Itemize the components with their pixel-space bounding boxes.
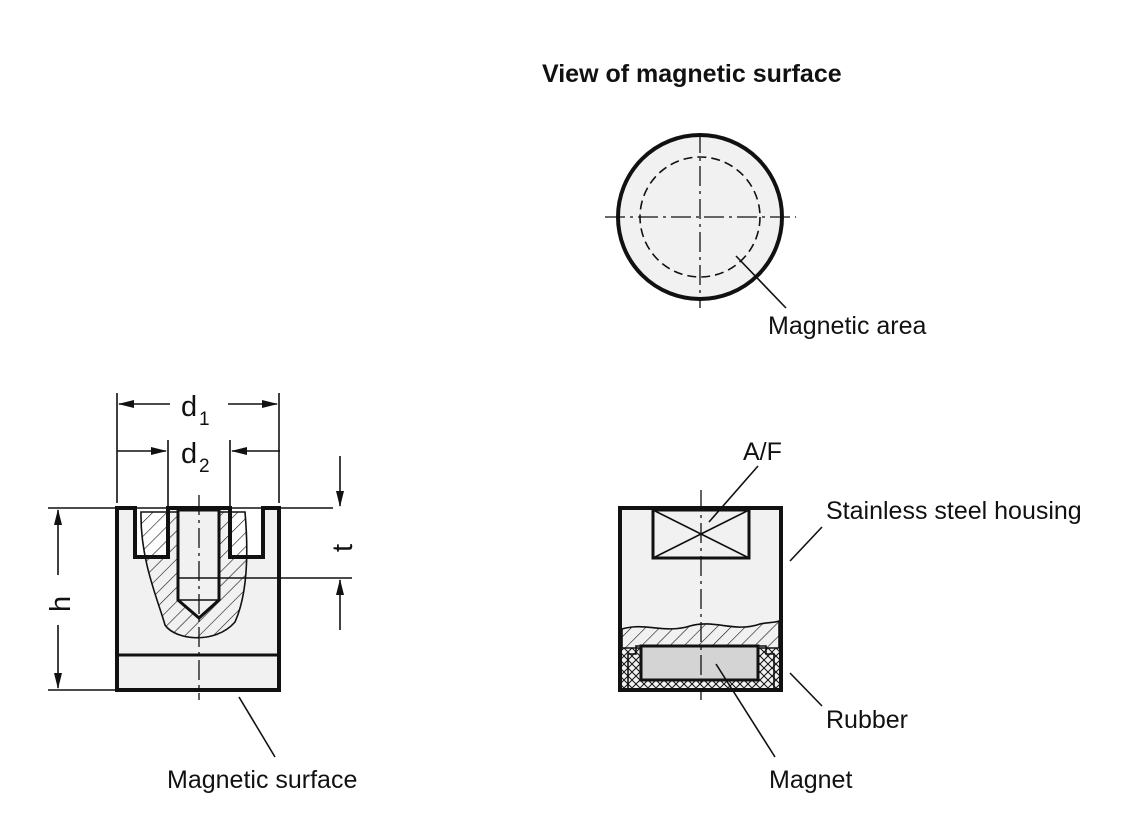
left-section-view: d 1 d 2 h t Magnetic surface [45, 391, 359, 794]
leader-rubber [789, 672, 823, 707]
leader-magnetic-surface [238, 696, 276, 758]
label-rubber: Rubber [826, 706, 908, 734]
label-housing: Stainless steel housing [826, 497, 1082, 525]
dim-d1-subscript: 1 [199, 409, 210, 430]
label-magnetic-surface: Magnetic surface [167, 766, 357, 794]
label-magnet: Magnet [769, 766, 852, 794]
leader-housing [789, 526, 823, 562]
dim-d1: d [181, 391, 197, 423]
magnet-insert [639, 644, 760, 682]
leader-af [708, 465, 759, 523]
view-title: View of magnetic surface [542, 60, 842, 88]
right-section-view: A/F Stainless steel housing Rubber Magne… [618, 438, 1082, 794]
label-magnetic-area: Magnetic area [768, 312, 927, 340]
leader-magnetic-area [735, 255, 787, 309]
dim-d2: d [181, 438, 197, 470]
dim-d2-subscript: 2 [199, 456, 210, 477]
top-view: Magnetic area [605, 133, 927, 340]
dim-h: h [45, 596, 77, 612]
dim-t: t [327, 544, 359, 552]
label-af: A/F [743, 438, 782, 466]
leader-magnet [715, 663, 776, 758]
